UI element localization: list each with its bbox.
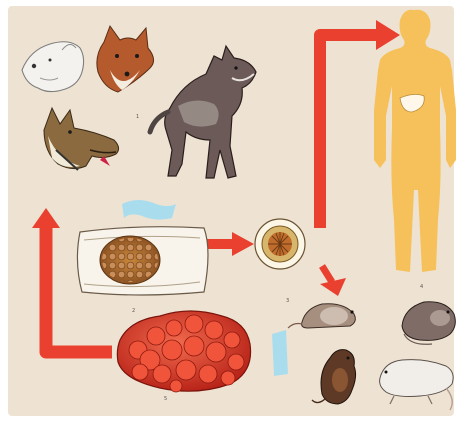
stage-label-2: 2 — [132, 308, 135, 314]
egg-icon — [255, 219, 305, 269]
intestine-section — [77, 227, 208, 295]
stage-label-4: 4 — [420, 284, 423, 290]
water-symbol — [272, 330, 288, 376]
stage-label-1: 1 — [136, 114, 139, 120]
hydatid-cyst-mass — [117, 311, 250, 392]
stage-label-3: 3 — [286, 298, 289, 304]
stage-label-5: 5 — [164, 396, 167, 402]
